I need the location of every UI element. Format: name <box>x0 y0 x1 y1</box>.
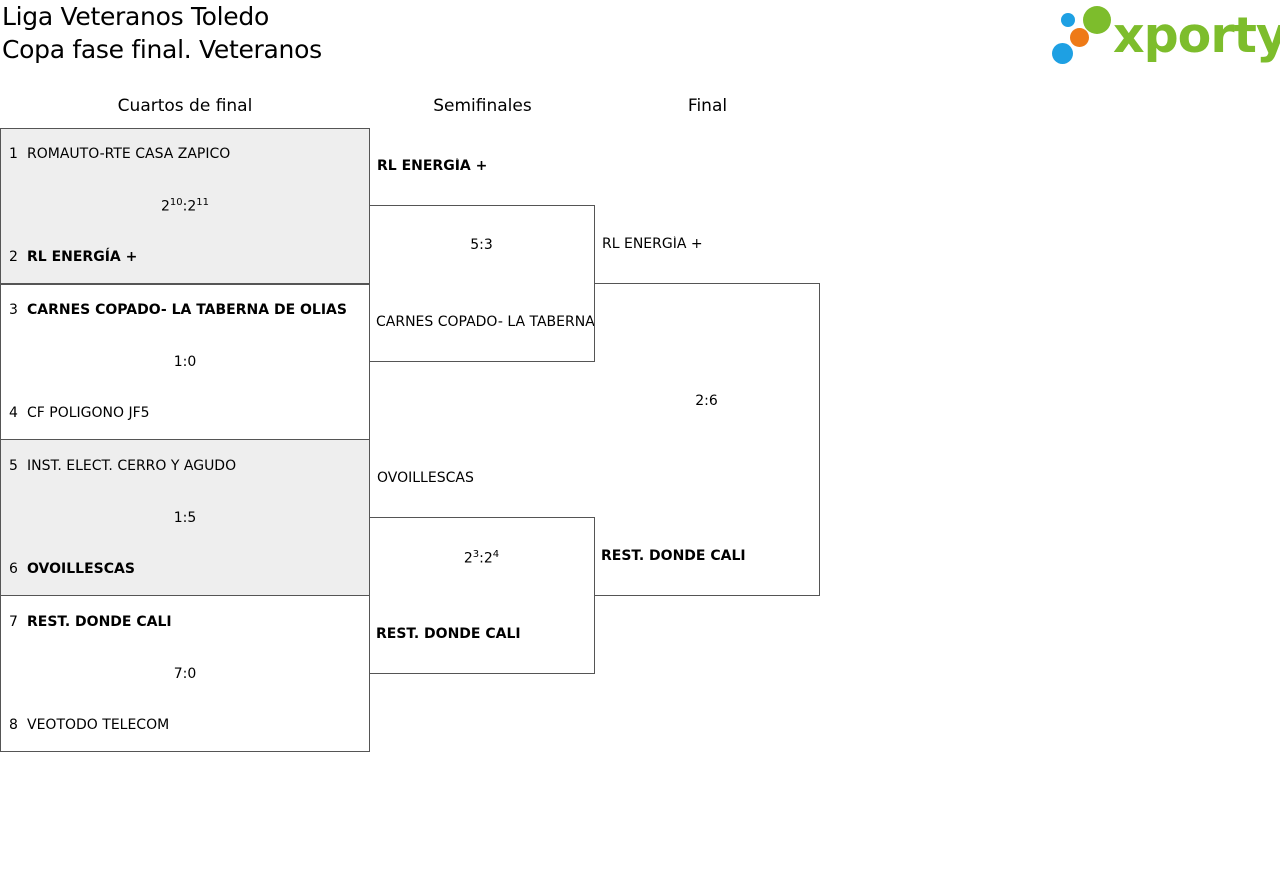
round-heading-final: Final <box>687 96 728 116</box>
team-seed: 2 <box>9 249 18 265</box>
team-seed: 3 <box>9 302 18 318</box>
logo-dot-blue-small <box>1061 13 1075 27</box>
team-name: OVOILLESCAS <box>27 561 135 577</box>
quarterfinal-match-4[interactable]: 7 REST. DONDE CALI 7:0 8 VEOTODO TELECOM <box>0 595 370 752</box>
team-seed: 7 <box>9 614 18 630</box>
final-team-b: REST. DONDE CALI <box>601 548 746 564</box>
round-heading-quarterfinals: Cuartos de final <box>117 96 253 116</box>
team-name: RL ENERGÍA + <box>27 249 138 265</box>
team-name: CF POLIGONO JF5 <box>27 405 150 421</box>
logo-wordmark: xporty <box>1113 7 1280 64</box>
team-slot: 8 VEOTODO TELECOM <box>9 717 169 733</box>
league-title: Liga Veteranos Toledo <box>2 2 269 31</box>
team-slot-winner: 7 REST. DONDE CALI <box>9 614 172 630</box>
logo-dot-orange <box>1070 28 1089 47</box>
competition-title: Copa fase final. Veteranos <box>2 35 322 64</box>
semifinal-2-team-b: REST. DONDE CALI <box>376 626 521 642</box>
team-name: VEOTODO TELECOM <box>27 717 170 733</box>
match-score: 210:211 <box>160 197 210 215</box>
team-slot: 5 INST. ELECT. CERRO Y AGUDO <box>9 458 236 474</box>
semifinal-2-team-a: OVOILLESCAS <box>377 470 474 486</box>
team-slot-winner: 2 RL ENERGÍA + <box>9 249 137 265</box>
semifinal-1-team-a: RL ENERGÍA + <box>377 158 488 174</box>
team-seed: 6 <box>9 561 18 577</box>
round-heading-semifinals: Semifinales <box>433 96 532 116</box>
semifinal-match-2[interactable]: 23:24 REST. DONDE CALI <box>369 517 595 674</box>
team-slot: 1 ROMAUTO-RTE CASA ZAPICO <box>9 146 230 162</box>
team-name: INST. ELECT. CERRO Y AGUDO <box>27 458 237 474</box>
team-slot-winner: 6 OVOILLESCAS <box>9 561 135 577</box>
team-seed: 8 <box>9 717 18 733</box>
team-name: REST. DONDE CALI <box>27 614 172 630</box>
xporty-logo[interactable]: xporty <box>1050 4 1280 66</box>
logo-dot-blue <box>1052 43 1073 64</box>
team-slot-winner: 3 CARNES COPADO- LA TABERNA DE OLIAS <box>9 302 347 318</box>
match-score: 2:6 <box>695 393 718 409</box>
team-name: ROMAUTO-RTE CASA ZAPICO <box>27 146 231 162</box>
logo-dot-green <box>1083 6 1111 34</box>
match-score: 1:0 <box>173 354 197 370</box>
semifinal-1-team-b: CARNES COPADO- LA TABERNA DE OLIAS <box>376 314 594 330</box>
match-score: 5:3 <box>470 237 493 253</box>
team-name: CARNES COPADO- LA TABERNA DE OLIAS <box>27 302 347 318</box>
match-score: 1:5 <box>173 510 197 526</box>
match-score: 7:0 <box>173 666 197 682</box>
team-seed: 1 <box>9 146 18 162</box>
quarterfinal-match-3[interactable]: 5 INST. ELECT. CERRO Y AGUDO 1:5 6 OVOILLE… <box>0 439 370 596</box>
final-match[interactable]: 2:6 REST. DONDE CALI <box>594 283 820 596</box>
semifinal-match-1[interactable]: 5:3 CARNES COPADO- LA TABERNA DE OLIAS <box>369 205 595 362</box>
team-seed: 5 <box>9 458 18 474</box>
team-slot: 4 CF POLIGONO JF5 <box>9 405 150 421</box>
team-seed: 4 <box>9 405 18 421</box>
quarterfinal-match-1[interactable]: 1 ROMAUTO-RTE CASA ZAPICO 210:211 2 RL ENE… <box>0 128 370 285</box>
final-team-a: RL ENERGÍA + <box>602 236 703 252</box>
match-score: 23:24 <box>463 549 500 567</box>
